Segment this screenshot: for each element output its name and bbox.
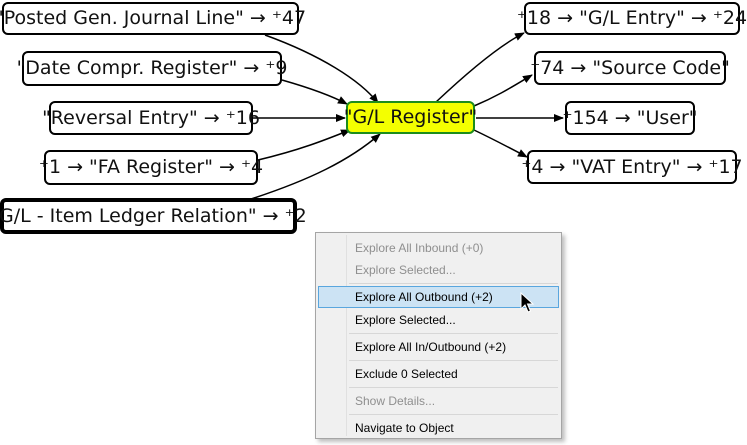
node-date-compr-register[interactable]: "Date Compr. Register" → ⁺9 <box>17 51 287 86</box>
edge-vat-entry <box>473 129 528 158</box>
menu-separator <box>349 333 558 334</box>
edge-gl-entry <box>435 32 525 103</box>
node-gl-item-ledger-relation[interactable]: "G/L - Item Ledger Relation" → ⁺2 <box>0 198 307 234</box>
node-fa-register[interactable]: ⁺1 → "FA Register" → ⁺4 <box>39 150 263 185</box>
node-gl-register-selected[interactable]: "G/L Register" <box>344 101 477 134</box>
edge-posted-gen-journal-line <box>264 34 379 104</box>
context-menu: Explore All Inbound (+0) Explore Selecte… <box>315 232 562 439</box>
node-reversal-entry[interactable]: "Reversal Entry" → ⁺16 <box>42 101 260 135</box>
node-user[interactable]: ⁺154 → "User" <box>562 101 698 135</box>
menu-separator <box>349 387 558 388</box>
node-source-code[interactable]: ⁺74 → "Source Code" <box>530 51 730 85</box>
menu-separator <box>349 360 558 361</box>
menu-item-explore-all-in-outbound[interactable]: Explore All In/Outbound (+2) <box>318 336 559 358</box>
menu-item-label: Exclude 0 Selected <box>355 367 458 381</box>
edge-fa-register <box>257 129 351 161</box>
menu-item-explore-selected-inbound[interactable]: Explore Selected... <box>318 259 559 281</box>
menu-item-label: Navigate to Object <box>355 421 454 435</box>
node-gl-entry[interactable]: ⁺18 → "G/L Entry" → ⁺24 <box>517 2 747 35</box>
menu-item-label: Explore All In/Outbound (+2) <box>355 340 507 354</box>
menu-item-explore-selected-outbound[interactable]: Explore Selected... <box>318 309 559 331</box>
edge-source-code <box>473 74 533 107</box>
menu-item-label: Explore Selected... <box>355 313 456 327</box>
edge-date-compr-register <box>281 79 348 105</box>
menu-item-label: Explore Selected... <box>355 263 456 277</box>
menu-item-label: Show Details... <box>355 394 436 408</box>
menu-item-label: Explore All Inbound (+0) <box>355 241 484 255</box>
menu-gutter <box>346 235 347 436</box>
menu-item-explore-all-inbound[interactable]: Explore All Inbound (+0) <box>318 237 559 259</box>
node-vat-entry[interactable]: ⁺4 → "VAT Entry" → ⁺17 <box>521 150 743 184</box>
mouse-cursor-icon <box>520 291 535 313</box>
menu-separator <box>349 414 558 415</box>
menu-separator <box>349 283 558 284</box>
menu-item-label: Explore All Outbound (+2) <box>355 290 493 304</box>
menu-item-explore-all-outbound[interactable]: Explore All Outbound (+2) <box>318 286 559 308</box>
menu-item-navigate-to-object[interactable]: Navigate to Object <box>318 417 559 439</box>
menu-item-exclude-selected[interactable]: Exclude 0 Selected <box>318 363 559 385</box>
menu-item-show-details[interactable]: Show Details... <box>318 390 559 412</box>
edge-gl-item-ledger-relation <box>247 133 381 201</box>
node-posted-gen-journal-line[interactable]: "Posted Gen. Journal Line" → ⁺47 <box>0 2 306 35</box>
